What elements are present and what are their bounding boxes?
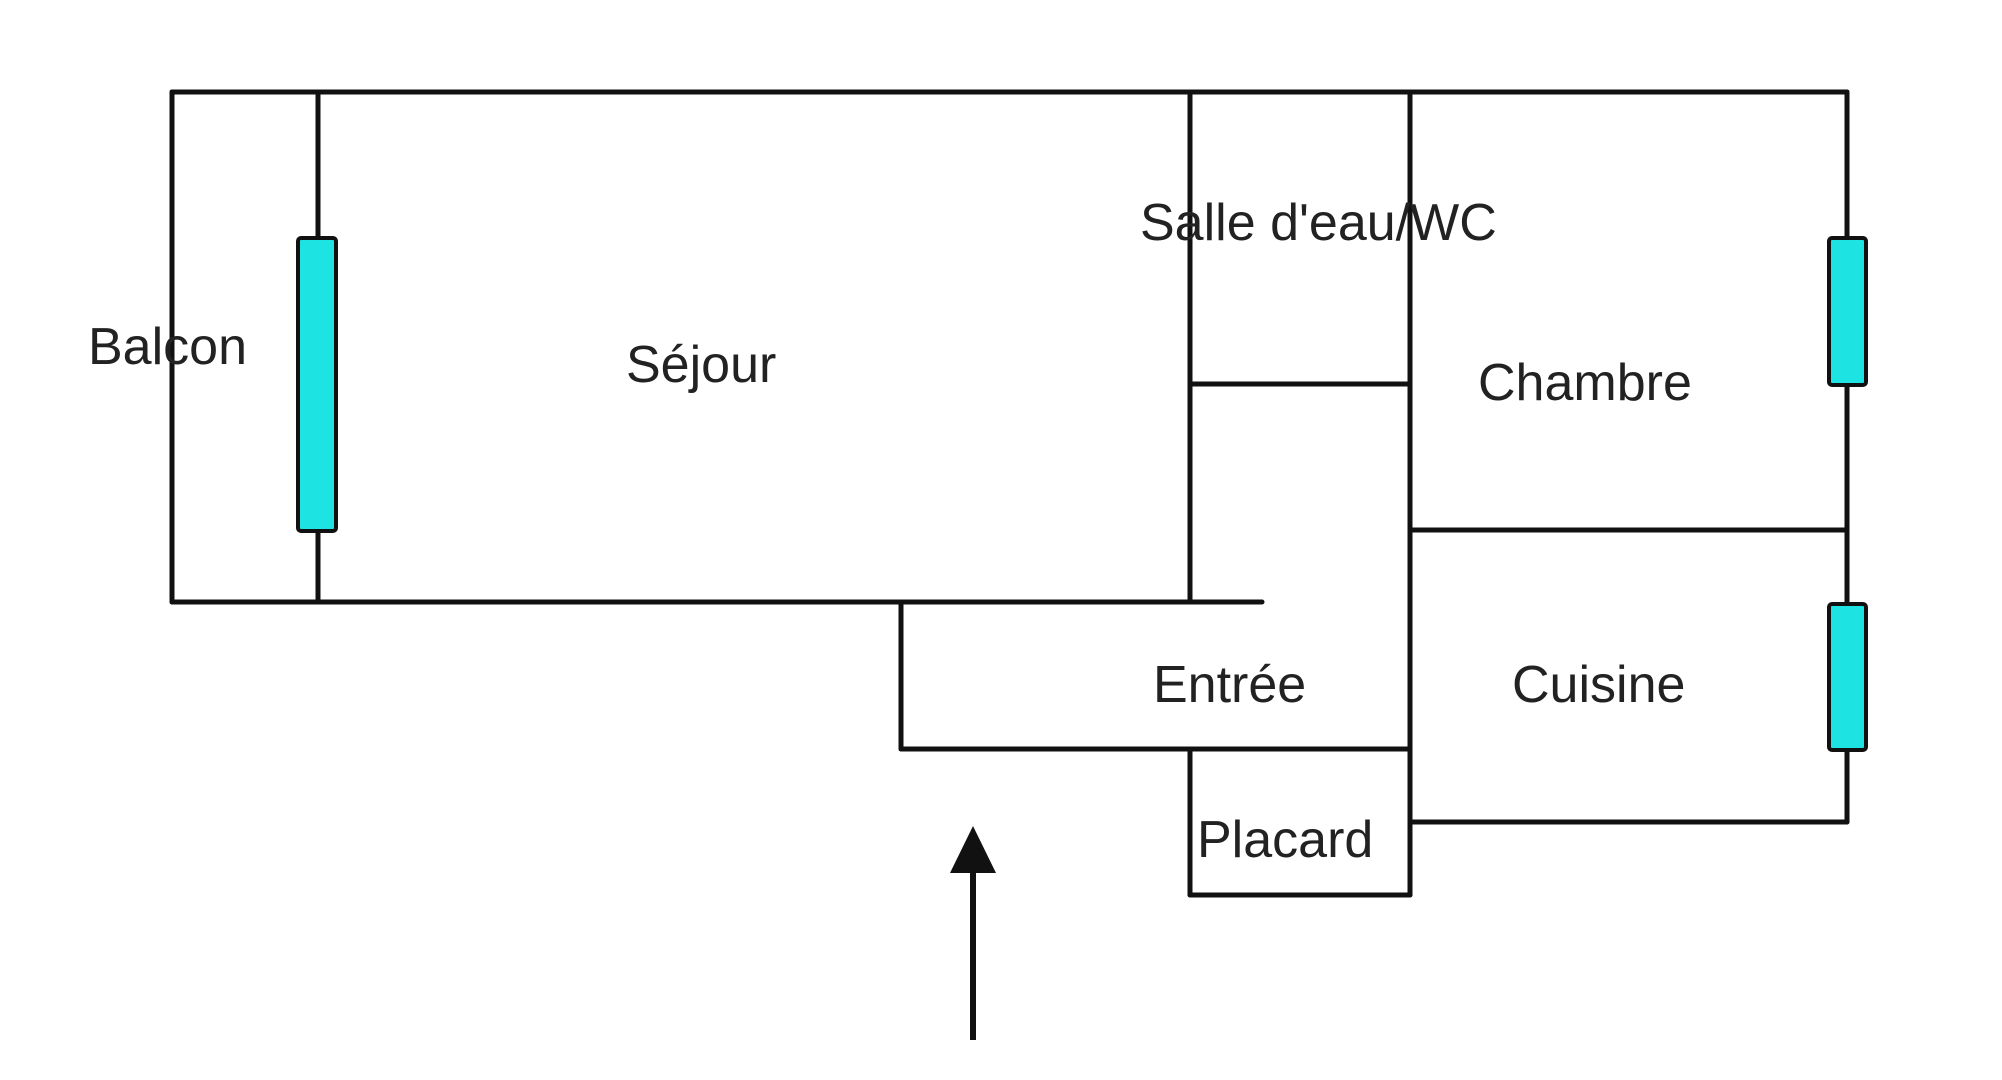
arrow-head <box>950 826 996 873</box>
label-entree: Entrée <box>1153 656 1306 714</box>
window-chambre <box>1827 236 1868 387</box>
label-placard: Placard <box>1197 811 1373 869</box>
label-sejour: Séjour <box>626 336 776 394</box>
window-cuisine <box>1827 602 1868 752</box>
label-balcon: Balcon <box>88 318 247 376</box>
walls <box>169 89 1850 898</box>
window-sejour <box>296 236 338 533</box>
windows <box>296 236 1868 752</box>
label-chambre: Chambre <box>1478 354 1692 412</box>
label-salle-eau: Salle d'eau/WC <box>1140 194 1497 252</box>
arrow-up-icon <box>950 826 996 1040</box>
room-labels: Balcon Séjour Salle d'eau/WC Chambre Ent… <box>88 194 1692 869</box>
label-cuisine: Cuisine <box>1512 656 1685 714</box>
